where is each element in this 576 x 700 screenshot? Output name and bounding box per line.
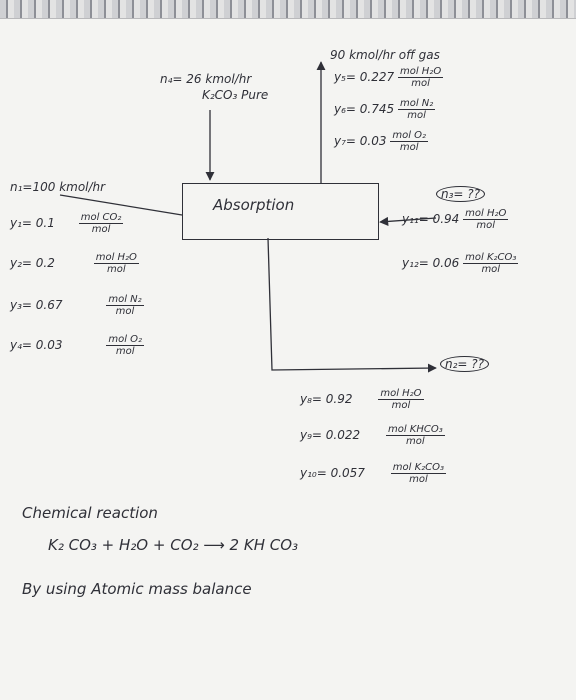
bottom-out-flow: n₂= ??: [440, 356, 490, 372]
feed-right-arrow: [379, 216, 437, 226]
absorber-box: [182, 183, 379, 240]
feed-left-flow: n₁=100 kmol/hr: [10, 180, 106, 194]
feed-left-line: [59, 194, 183, 216]
absorber-label: Absorption: [213, 196, 295, 214]
reaction-equation: K₂ CO₃ + H₂O + CO₂ ⟶ 2 KH CO₃: [48, 536, 299, 554]
feed-top-flow: n₄= 26 kmol/hr: [160, 72, 252, 86]
feed-right-flow: n₃= ??: [436, 186, 486, 202]
feed-top-species: K₂CO₃ Pure: [202, 88, 269, 102]
bottom-out-arrow: [267, 237, 437, 373]
notebook-spiral: [0, 0, 576, 19]
gas-out-flow: 90 kmol/hr off gas: [330, 48, 440, 62]
method-note: By using Atomic mass balance: [22, 580, 252, 598]
reaction-title: Chemical reaction: [22, 504, 158, 522]
